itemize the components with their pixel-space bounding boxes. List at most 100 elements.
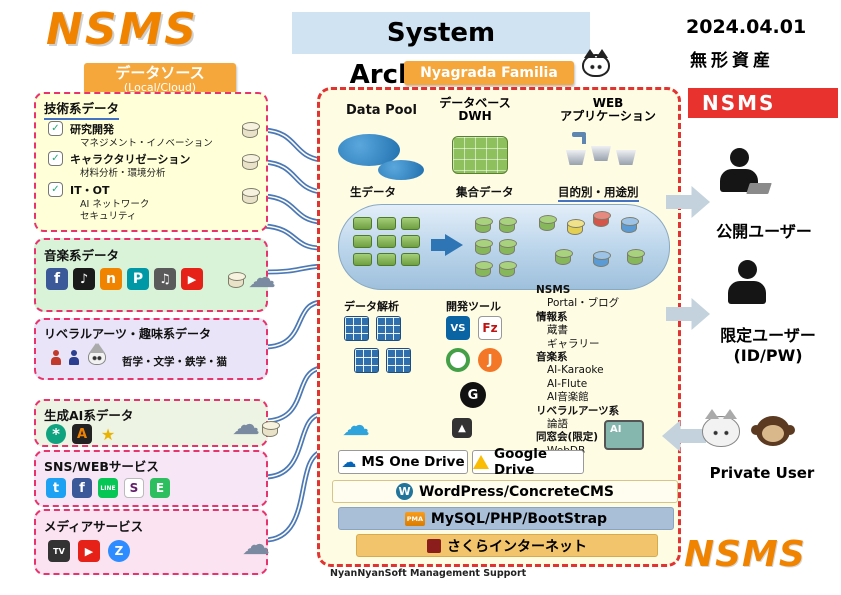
credit-text: NyanNyanSoft Management Support xyxy=(330,568,527,579)
tech-group2-desc: 材料分析・環境分析 xyxy=(80,168,166,179)
adobe-icon: A xyxy=(72,424,92,444)
bucket-icon xyxy=(591,146,611,161)
menu-item: 蔵書 xyxy=(547,324,568,337)
anaconda-icon xyxy=(446,348,470,372)
cat-icon xyxy=(88,343,106,365)
menu-item: Portal・ブログ xyxy=(547,297,620,310)
cms-label: WordPress/ConcreteCMS xyxy=(419,483,614,500)
analysis-tile-icon xyxy=(354,348,379,373)
bucket-icon xyxy=(566,150,586,165)
sns-web-box: SNS/WEBサービス t f LINE S E xyxy=(34,450,268,507)
dwh-header-line1: データベース xyxy=(439,96,511,110)
menu-item: AI音楽館 xyxy=(547,391,589,404)
evernote-icon: E xyxy=(150,478,170,498)
zoom-icon: Z xyxy=(108,540,130,562)
music-app-icon: ♪ xyxy=(73,268,95,290)
wordpress-icon: W xyxy=(396,483,414,500)
youtube-icon: ▶ xyxy=(78,540,100,562)
middleware-bar: PMA MySQL/PHP/BootStrap xyxy=(338,507,674,530)
private-cat-icon xyxy=(702,409,740,447)
facebook-icon: f xyxy=(46,268,68,290)
private-user-label: Private User xyxy=(709,464,815,482)
limited-user-icon xyxy=(724,260,770,304)
gen-ai-title: 生成AI系データ xyxy=(44,408,134,423)
dwh-header: データベース DWH xyxy=(432,97,518,123)
tech-group2-title: キャラクタリゼーション xyxy=(70,153,191,166)
menu-item: AI-Flute xyxy=(547,377,588,390)
nyagrada-familia-box: Data Pool データベース DWH WEB アプリケーション 生データ 集… xyxy=(317,87,681,567)
intangible-asset-label: 無形資産 xyxy=(690,51,774,71)
sns-web-title: SNS/WEBサービス xyxy=(44,459,159,474)
analysis-tile-icon xyxy=(386,348,411,373)
database-icon xyxy=(228,272,246,288)
person-icon xyxy=(68,350,80,365)
app-icon: ▲ xyxy=(452,418,472,438)
menu-item: ギャラリー xyxy=(547,337,600,350)
database-icon xyxy=(242,122,260,138)
menu-item: 同窓会(限定) xyxy=(536,431,599,444)
flow-arrow xyxy=(431,239,445,251)
menu-item: リベラルアーツ系 xyxy=(536,404,620,417)
sparkle-icon: ★ xyxy=(100,424,116,444)
menu-item: 音楽系 xyxy=(536,351,568,364)
tech-group3-title: IT・OT xyxy=(70,184,110,197)
tech-group1-desc: マネジメント・イノベーション xyxy=(80,138,213,149)
gen-ai-box: 生成AI系データ * A ★ ☁ xyxy=(34,399,280,447)
web-app-header: WEB アプリケーション xyxy=(550,97,666,123)
menu-item: 論語 xyxy=(547,418,568,431)
web-app-header-line1: WEB xyxy=(592,96,624,110)
clipboard-icon: ✓ xyxy=(48,182,63,197)
aggregate-data-icon xyxy=(452,136,508,174)
onedrive-cloud-icon: ☁ xyxy=(341,452,357,471)
person-icon xyxy=(50,350,62,365)
filezilla-icon: Fz xyxy=(478,316,502,340)
facebook-icon: f xyxy=(72,478,92,498)
onedrive-label: MS One Drive xyxy=(361,454,465,470)
faucet-icon xyxy=(572,132,586,144)
azure-cloud-icon: ☁ xyxy=(342,409,370,442)
music-data-box: 音楽系データ f ♪ n P ♫ ▶ ☁ xyxy=(34,238,276,312)
cat-mascot-icon xyxy=(582,49,610,77)
data-warehouse-cylinder xyxy=(338,204,670,290)
analysis-tile-icon xyxy=(344,316,369,341)
sakura-icon xyxy=(427,538,441,553)
cloud-icon: ☁ xyxy=(232,408,260,441)
datasource-title: データソース xyxy=(115,64,205,82)
ai-music-hall-thumbnail: AI xyxy=(604,420,644,450)
keyboard-icon: ♫ xyxy=(154,268,176,290)
tech-data-title: 技術系データ xyxy=(44,98,120,120)
openai-icon: * xyxy=(46,424,66,444)
phpmyadmin-icon: PMA xyxy=(404,511,425,526)
twitter-icon: t xyxy=(46,478,66,498)
menu-item: 情報系 xyxy=(536,310,568,323)
liberal-arts-title: リベラルアーツ・趣味系データ xyxy=(44,327,212,341)
analysis-tile-icon xyxy=(376,316,401,341)
cloud-icon: ☁ xyxy=(248,261,276,294)
cloud-icon: ☁ xyxy=(242,528,270,561)
niconico-icon: TV xyxy=(48,540,70,562)
google-drive-icon xyxy=(473,455,489,469)
data-pool-header: Data Pool xyxy=(346,103,417,118)
ms-onedrive-button: ☁ MS One Drive xyxy=(338,450,468,474)
page-title: System Architecture xyxy=(292,12,590,90)
dwh-header-line2: DWH xyxy=(458,109,492,123)
liberal-arts-desc: 哲学・文学・鉄学・猫 xyxy=(122,356,227,368)
hosting-bar: さくらインターネット xyxy=(356,534,658,557)
datasource-subtitle: (Local/Cloud) xyxy=(123,81,197,94)
middleware-label: MySQL/PHP/BootStrap xyxy=(430,510,608,527)
nsms-logo-bottom: NSMS xyxy=(684,534,806,575)
cms-bar: W WordPress/ConcreteCMS xyxy=(332,480,678,503)
hosting-label: さくらインターネット xyxy=(447,538,587,555)
menu-item: NSMS xyxy=(536,284,571,296)
clipboard-icon: ✓ xyxy=(48,151,63,166)
nsms-red-banner: NSMS xyxy=(688,88,838,118)
private-monkey-icon xyxy=(751,416,790,446)
note-app-icon: n xyxy=(100,268,122,290)
database-icon xyxy=(262,421,280,437)
flow-arrow-head xyxy=(445,234,463,256)
database-icon xyxy=(242,188,260,204)
tech-data-box: 技術系データ ✓ 研究開発 マネジメント・イノベーション ✓ キャラクタリゼーシ… xyxy=(34,92,268,232)
clipboard-icon: ✓ xyxy=(48,121,63,136)
tech-group1-title: 研究開発 xyxy=(70,123,114,136)
